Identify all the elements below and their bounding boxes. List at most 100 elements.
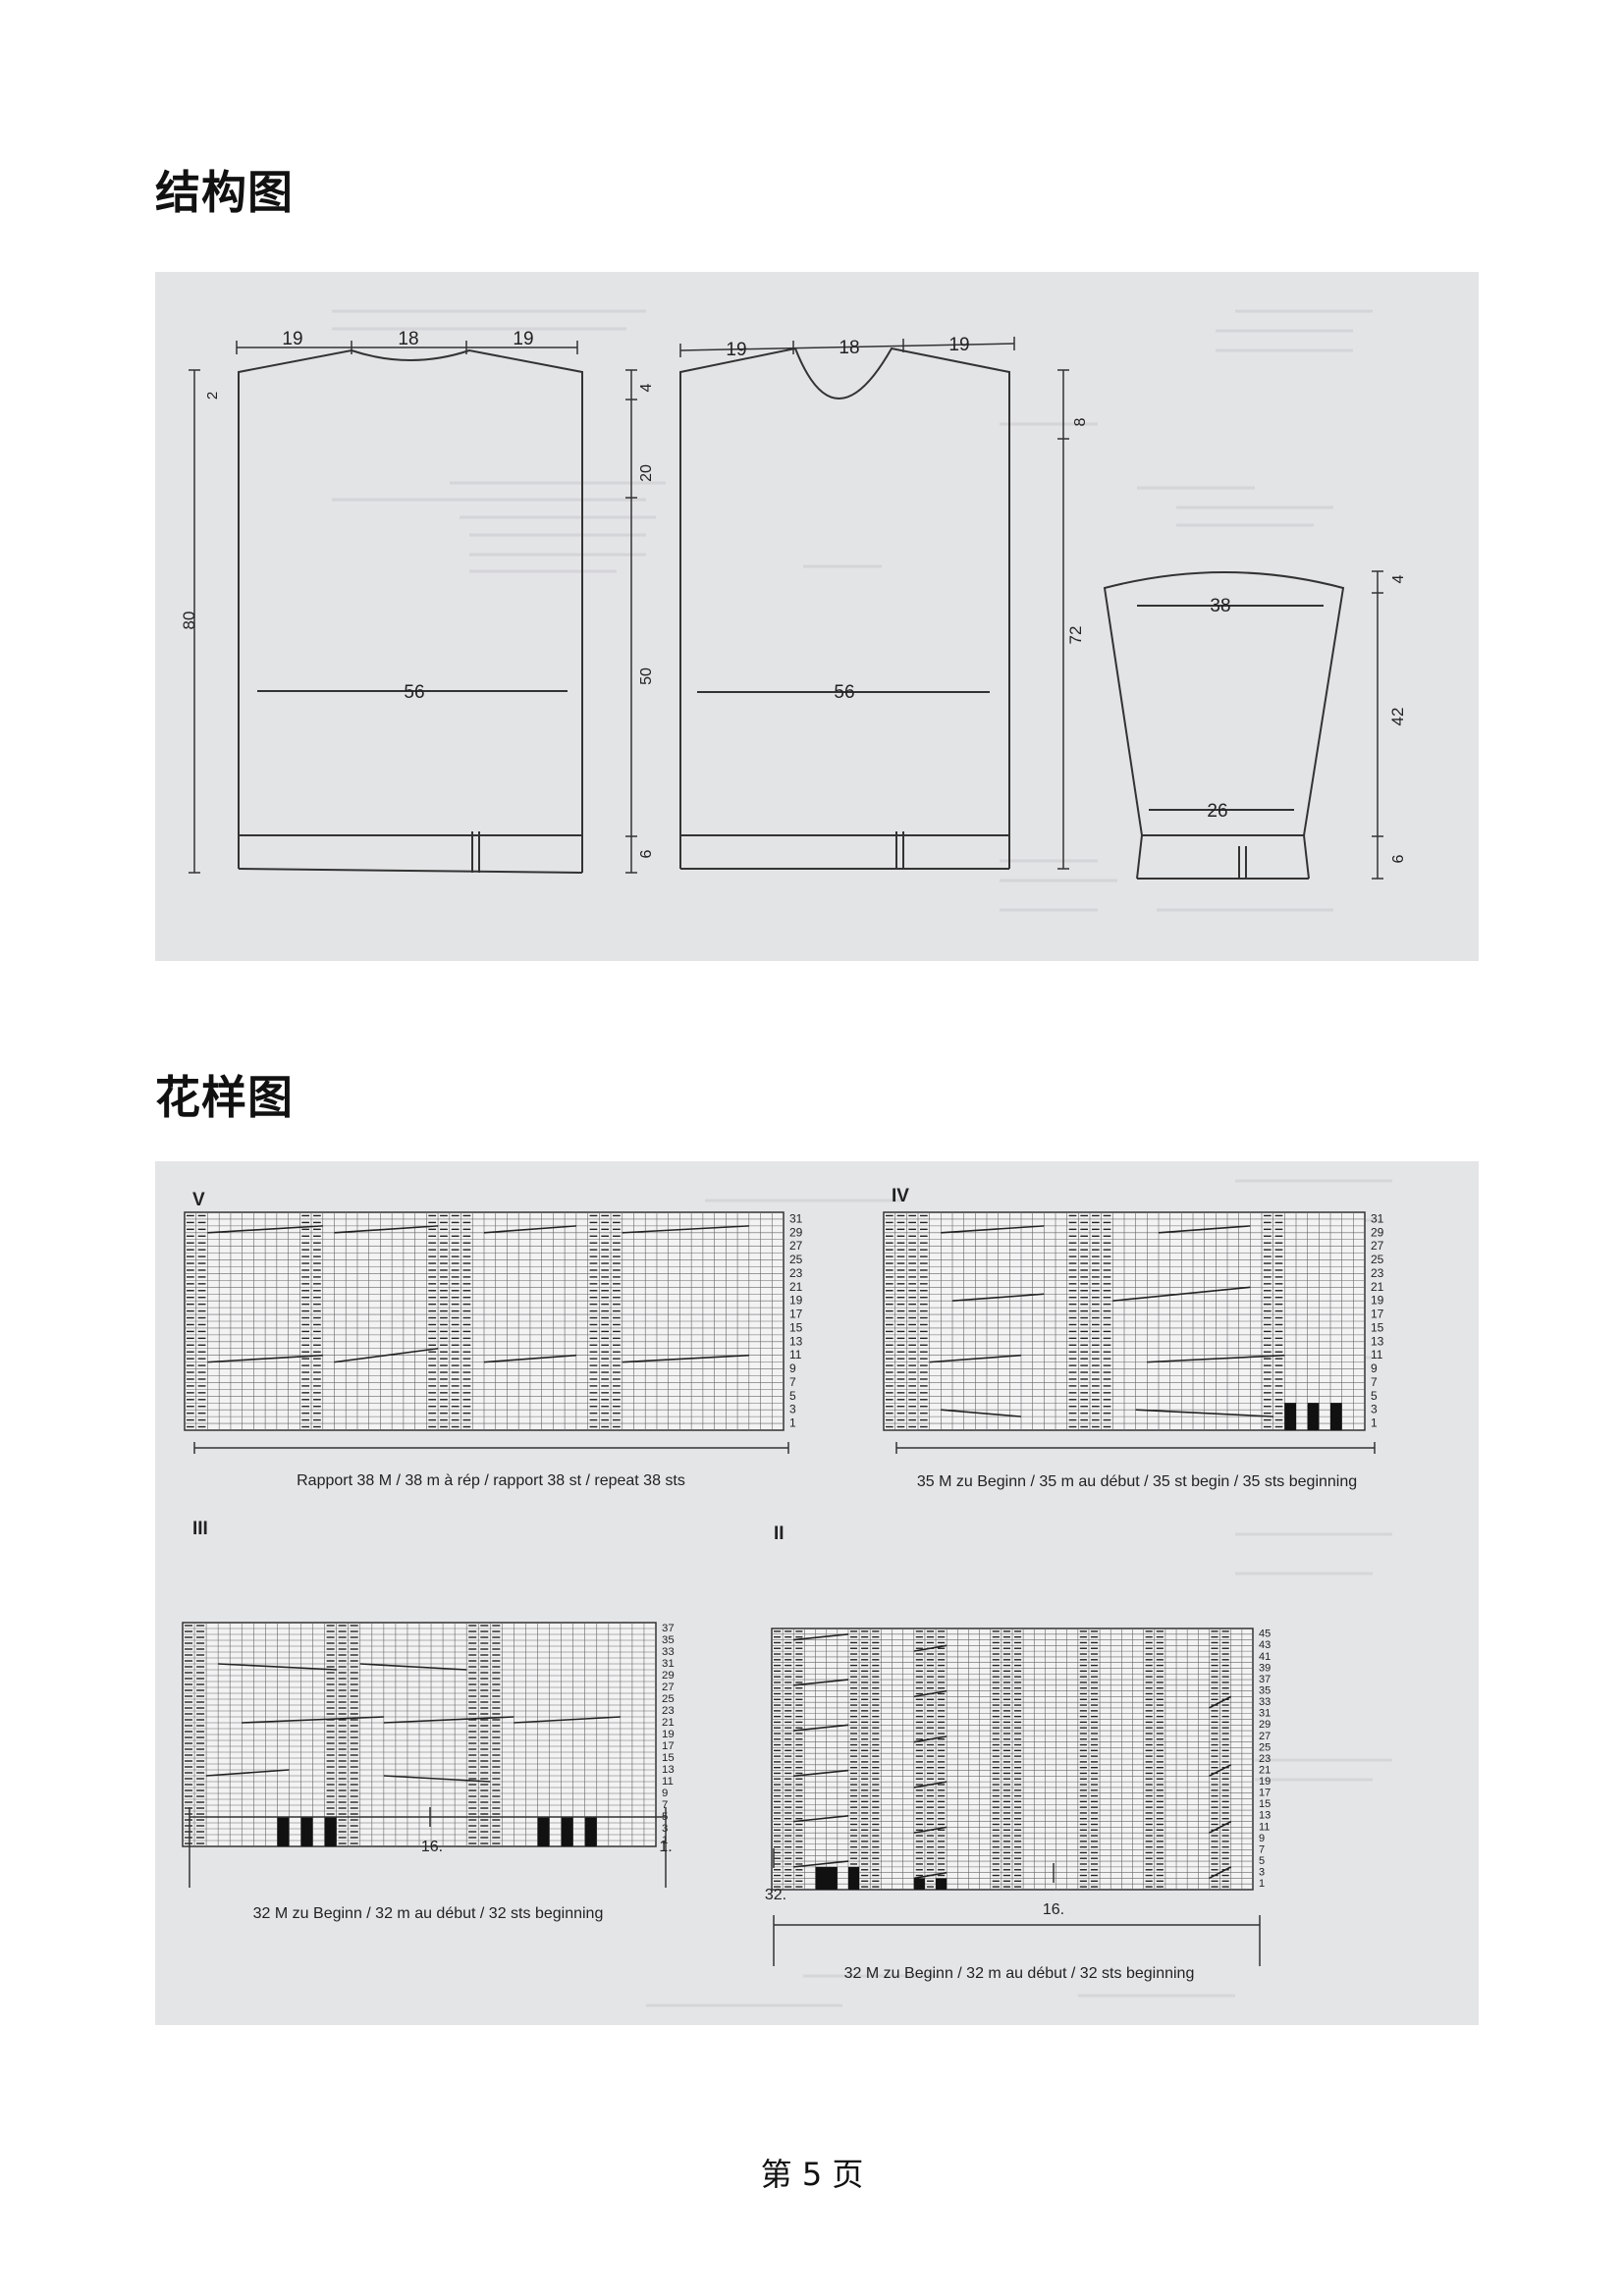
row-number: 21 bbox=[1259, 1764, 1271, 1776]
back-rib-measure: 6 bbox=[638, 849, 655, 858]
row-number: 37 bbox=[1259, 1674, 1271, 1685]
chart-v-caption: Rapport 38 M / 38 m à rép / rapport 38 s… bbox=[297, 1472, 685, 1489]
row-number: 3 bbox=[662, 1823, 668, 1835]
sleeve-piece bbox=[1103, 571, 1345, 880]
row-number: 17 bbox=[662, 1740, 675, 1752]
row-number: 37 bbox=[662, 1623, 675, 1634]
row-number: 33 bbox=[1259, 1696, 1271, 1708]
purl-stitches bbox=[886, 1214, 1283, 1428]
row-number: 35 bbox=[1259, 1685, 1271, 1697]
knitting-charts: V IV III II 312927252321191715131197531 … bbox=[182, 1179, 1392, 2007]
row-number: 7 bbox=[662, 1799, 668, 1811]
strand-lines bbox=[207, 1225, 749, 1363]
background-print bbox=[646, 1179, 1392, 2007]
chart-iii-mark-b: 1. bbox=[659, 1839, 672, 1855]
row-number: 23 bbox=[1371, 1266, 1384, 1280]
filled-stitches bbox=[277, 1817, 597, 1846]
row-number: 13 bbox=[1371, 1334, 1384, 1348]
row-number: 3 bbox=[1259, 1867, 1265, 1879]
sleeve-bottom-width-measure: 26 bbox=[1207, 801, 1227, 822]
row-number: 43 bbox=[1259, 1639, 1271, 1651]
row-number: 13 bbox=[662, 1764, 675, 1776]
chart-gridlines bbox=[884, 1212, 1365, 1430]
back-side-body-measure: 50 bbox=[638, 667, 655, 685]
row-number: 19 bbox=[1371, 1294, 1384, 1308]
sleeve-top-width-measure: 38 bbox=[1210, 596, 1230, 616]
strand-lines bbox=[929, 1225, 1285, 1417]
strand-lines bbox=[206, 1663, 621, 1783]
back-top-left-measure: 19 bbox=[282, 329, 302, 349]
row-number: 45 bbox=[1259, 1629, 1271, 1640]
row-number: 25 bbox=[662, 1693, 675, 1705]
row-number: 13 bbox=[789, 1334, 803, 1348]
row-number: 1 bbox=[789, 1416, 796, 1430]
row-number: 41 bbox=[1259, 1651, 1271, 1663]
row-number: 39 bbox=[1259, 1662, 1271, 1674]
row-number: 1 bbox=[1259, 1878, 1265, 1890]
front-piece bbox=[679, 347, 1010, 870]
filled-stitches bbox=[815, 1866, 947, 1890]
chart-ii-mark-b: 16. bbox=[1043, 1901, 1064, 1918]
row-number: 31 bbox=[1259, 1708, 1271, 1720]
row-number: 1 bbox=[1371, 1416, 1378, 1430]
row-number: 9 bbox=[1371, 1362, 1378, 1375]
sleeve-dimension-lines bbox=[1372, 570, 1383, 880]
row-number: 27 bbox=[1259, 1731, 1271, 1742]
sleeve-cap-measure: 4 bbox=[1390, 574, 1407, 583]
row-number: 27 bbox=[789, 1239, 803, 1253]
row-number: 29 bbox=[789, 1225, 803, 1239]
front-top-left-measure: 19 bbox=[726, 340, 746, 360]
row-number: 23 bbox=[1259, 1753, 1271, 1765]
chart-ii-grid: 4543413937353331292725232119171513119753… bbox=[771, 1628, 1271, 1891]
back-piece bbox=[238, 348, 583, 874]
row-number: 31 bbox=[789, 1211, 803, 1225]
front-top-right-measure: 19 bbox=[948, 335, 969, 355]
row-number: 9 bbox=[662, 1788, 668, 1799]
row-number: 11 bbox=[789, 1348, 802, 1362]
chart-gridlines bbox=[185, 1212, 784, 1430]
row-number: 25 bbox=[1259, 1741, 1271, 1753]
chart-iii-mark-a: 16. bbox=[421, 1839, 443, 1855]
row-number: 35 bbox=[662, 1634, 675, 1646]
back-neck-drop-measure: 2 bbox=[204, 392, 221, 400]
sleeve-length-measure: 42 bbox=[1388, 708, 1407, 726]
row-number: 27 bbox=[662, 1682, 675, 1693]
front-dimension-lines bbox=[679, 337, 1069, 870]
row-number: 19 bbox=[662, 1729, 675, 1740]
sleeve-rib-measure: 6 bbox=[1390, 854, 1407, 863]
row-number: 33 bbox=[662, 1646, 675, 1658]
front-neck-depth-measure: 8 bbox=[1072, 417, 1089, 426]
chart-iv-label: IV bbox=[892, 1186, 909, 1206]
row-number: 25 bbox=[789, 1253, 803, 1266]
chart-ii-mark-a: 32. bbox=[765, 1887, 786, 1903]
row-number: 3 bbox=[1371, 1403, 1378, 1416]
chart-ii-caption: 32 M zu Beginn / 32 m au début / 32 sts … bbox=[844, 1965, 1195, 1982]
row-number: 19 bbox=[789, 1294, 803, 1308]
row-number: 13 bbox=[1259, 1810, 1271, 1822]
back-width-measure: 56 bbox=[404, 682, 424, 703]
chart-ii-label: II bbox=[774, 1523, 785, 1544]
row-number: 29 bbox=[1371, 1225, 1384, 1239]
row-number: 7 bbox=[1371, 1375, 1378, 1389]
row-number: 29 bbox=[1259, 1719, 1271, 1731]
row-number: 23 bbox=[789, 1266, 803, 1280]
row-number: 15 bbox=[662, 1752, 675, 1764]
purl-stitches bbox=[187, 1214, 621, 1428]
chart-iii-caption: 32 M zu Beginn / 32 m au début / 32 sts … bbox=[253, 1905, 604, 1922]
schematic-heading: 结构图 bbox=[155, 166, 294, 219]
row-number: 23 bbox=[662, 1705, 675, 1717]
row-number: 11 bbox=[662, 1776, 674, 1788]
chart-iv-caption: 35 M zu Beginn / 35 m au début / 35 st b… bbox=[917, 1473, 1357, 1490]
row-number: 17 bbox=[1371, 1308, 1384, 1321]
row-number: 7 bbox=[789, 1375, 796, 1389]
chart-gridlines bbox=[183, 1623, 656, 1846]
row-number: 27 bbox=[1371, 1239, 1384, 1253]
row-number: 15 bbox=[1371, 1320, 1384, 1334]
row-number: 5 bbox=[789, 1389, 796, 1403]
row-number: 21 bbox=[1371, 1280, 1384, 1294]
back-length-measure: 80 bbox=[180, 612, 198, 630]
row-number: 17 bbox=[1259, 1788, 1271, 1799]
